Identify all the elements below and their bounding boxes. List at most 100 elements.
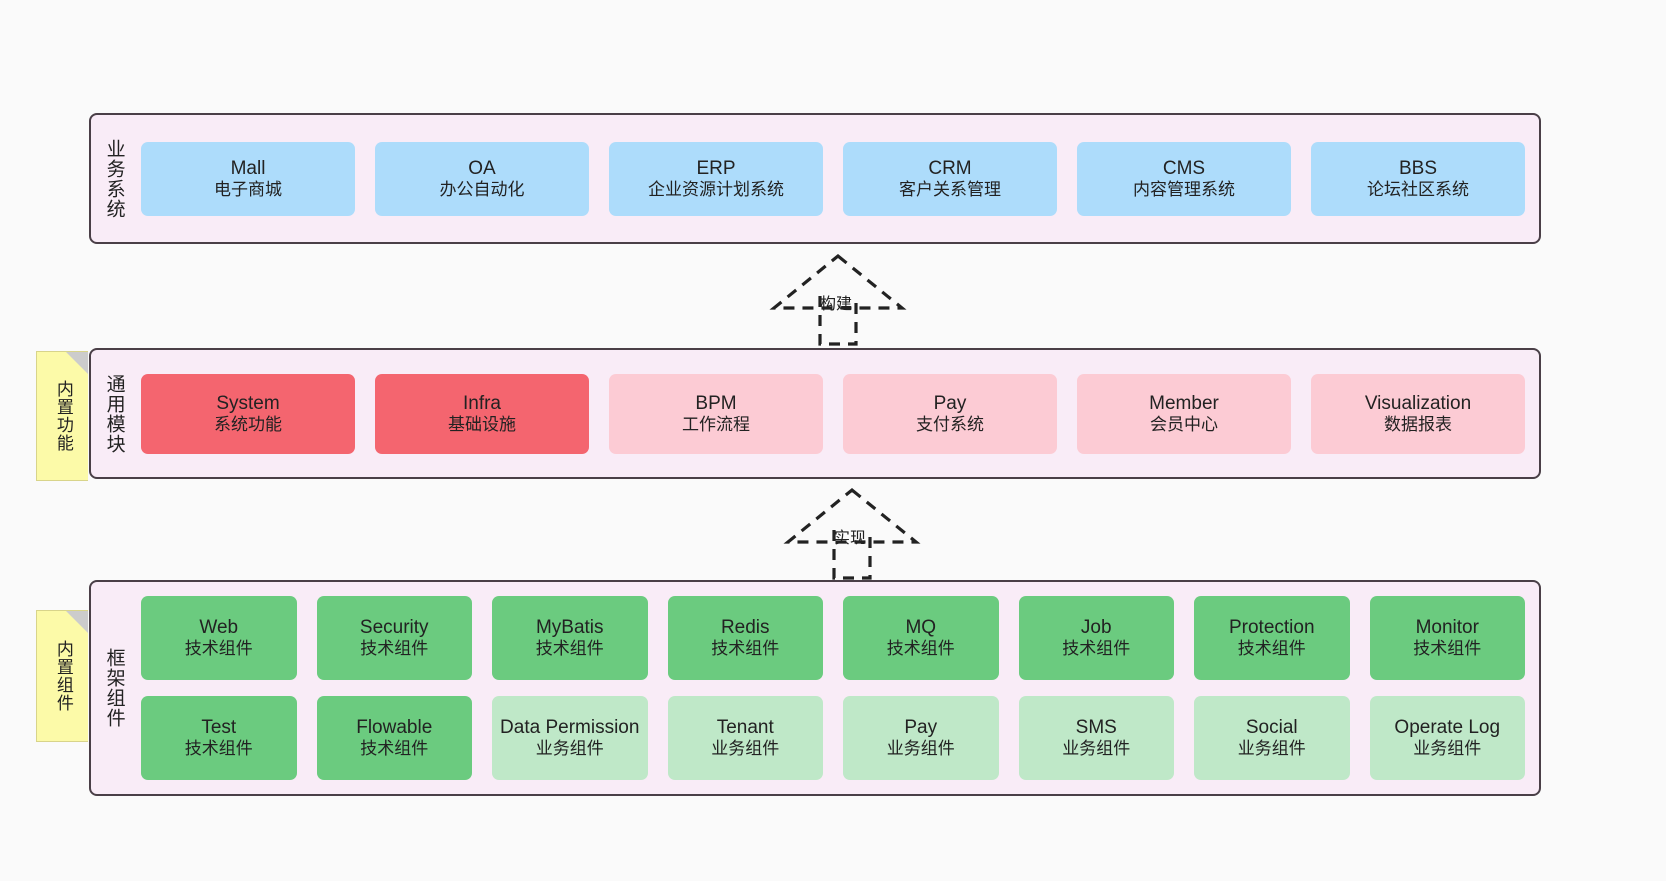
card-title: Social (1245, 717, 1298, 739)
card-pay[interactable]: Pay 支付系统 (843, 373, 1057, 454)
card-row: Web 技术组件 Security 技术组件 MyBatis 技术组件 Redi… (141, 596, 1525, 680)
card-subtitle: 业务组件 (1237, 739, 1306, 759)
card-title: Infra (462, 392, 502, 414)
card-subtitle: 系统功能 (214, 414, 282, 434)
connector-implement: 实现 (762, 486, 942, 582)
card-title: Operate Log (1394, 717, 1501, 739)
card-title: MyBatis (535, 617, 604, 639)
note-label: 内置组件 (53, 640, 73, 712)
card-title: Pay (933, 392, 967, 414)
card-subtitle: 技术组件 (184, 639, 253, 659)
card-security[interactable]: Security 技术组件 (316, 596, 472, 680)
note-label: 内置功能 (53, 380, 73, 452)
card-web[interactable]: Web 技术组件 (141, 596, 297, 680)
card-title: Data Permission (500, 717, 640, 739)
card-subtitle: 技术组件 (1062, 639, 1131, 659)
card-subtitle: 业务组件 (711, 739, 780, 759)
card-redis[interactable]: Redis 技术组件 (667, 596, 823, 680)
card-title: CMS (1162, 157, 1206, 179)
card-subtitle: 业务组件 (1413, 739, 1482, 759)
card-title: BBS (1398, 157, 1438, 179)
card-subtitle: 技术组件 (360, 739, 429, 759)
generalization-arrow-icon (783, 487, 921, 580)
card-oa[interactable]: OA 办公自动化 (375, 141, 589, 216)
card-title: Pay (904, 717, 938, 739)
connector-label: 构建 (820, 296, 853, 313)
card-title: Monitor (1415, 617, 1479, 639)
layer-common-module[interactable]: 通用模块 System 系统功能 Infra 基础设施 BPM 工作流程 Pay… (89, 348, 1541, 479)
layer-body-business-system: Mall 电子商城 OA 办公自动化 ERP 企业资源计划系统 CRM 客户关系… (137, 115, 1539, 242)
card-title: Visualization (1364, 392, 1472, 414)
card-cms[interactable]: CMS 内容管理系统 (1077, 141, 1291, 216)
card-mybatis[interactable]: MyBatis 技术组件 (492, 596, 648, 680)
card-title: System (216, 392, 280, 414)
card-job[interactable]: Job 技术组件 (1018, 596, 1174, 680)
card-title: MQ (905, 617, 937, 639)
card-subtitle: 业务组件 (1062, 739, 1131, 759)
card-subtitle: 办公自动化 (439, 179, 525, 199)
card-title: Job (1080, 617, 1112, 639)
card-mq[interactable]: MQ 技术组件 (843, 596, 999, 680)
card-title: CRM (928, 157, 972, 179)
card-subtitle: 技术组件 (535, 639, 604, 659)
layer-business-system[interactable]: 业务系统 Mall 电子商城 OA 办公自动化 ERP 企业资源计划系统 CRM… (89, 113, 1541, 244)
card-operate-log[interactable]: Operate Log 业务组件 (1369, 696, 1525, 780)
card-sms[interactable]: SMS 业务组件 (1018, 696, 1174, 780)
card-subtitle: 支付系统 (916, 414, 984, 434)
card-subtitle: 会员中心 (1150, 414, 1218, 434)
card-visualization[interactable]: Visualization 数据报表 (1311, 373, 1525, 454)
card-test[interactable]: Test 技术组件 (141, 696, 297, 780)
card-erp[interactable]: ERP 企业资源计划系统 (609, 141, 823, 216)
card-mall[interactable]: Mall 电子商城 (141, 141, 355, 216)
card-subtitle: 企业资源计划系统 (648, 179, 784, 199)
layer-body-common-module: System 系统功能 Infra 基础设施 BPM 工作流程 Pay 支付系统… (137, 350, 1539, 477)
card-bbs[interactable]: BBS 论坛社区系统 (1311, 141, 1525, 216)
card-title: Redis (720, 617, 770, 639)
card-flowable[interactable]: Flowable 技术组件 (316, 696, 472, 780)
card-title: Test (201, 717, 237, 739)
card-row: System 系统功能 Infra 基础设施 BPM 工作流程 Pay 支付系统… (141, 373, 1525, 454)
card-subtitle: 技术组件 (360, 639, 429, 659)
card-subtitle: 基础设施 (448, 414, 516, 434)
note-builtin-features[interactable]: 内置功能 (36, 351, 88, 481)
card-title: Tenant (716, 717, 774, 739)
card-subtitle: 技术组件 (886, 639, 955, 659)
card-subtitle: 内容管理系统 (1133, 179, 1235, 199)
connector-label: 实现 (834, 530, 867, 547)
layer-title-common-module: 通用模块 (103, 373, 125, 454)
card-subtitle: 电子商城 (214, 179, 282, 199)
generalization-arrow-icon (769, 253, 907, 346)
card-subtitle: 业务组件 (886, 739, 955, 759)
card-pay-component[interactable]: Pay 业务组件 (843, 696, 999, 780)
card-subtitle: 论坛社区系统 (1367, 179, 1469, 199)
card-title: Protection (1228, 617, 1315, 639)
connector-build: 构建 (748, 252, 928, 348)
card-crm[interactable]: CRM 客户关系管理 (843, 141, 1057, 216)
card-social[interactable]: Social 业务组件 (1194, 696, 1350, 780)
card-system[interactable]: System 系统功能 (141, 373, 355, 454)
card-tenant[interactable]: Tenant 业务组件 (667, 696, 823, 780)
card-protection[interactable]: Protection 技术组件 (1194, 596, 1350, 680)
card-bpm[interactable]: BPM 工作流程 (609, 373, 823, 454)
card-monitor[interactable]: Monitor 技术组件 (1369, 596, 1525, 680)
card-row: Mall 电子商城 OA 办公自动化 ERP 企业资源计划系统 CRM 客户关系… (141, 141, 1525, 216)
layer-framework-component[interactable]: 框架组件 Web 技术组件 Security 技术组件 MyBatis 技术组件… (89, 580, 1541, 796)
card-member[interactable]: Member 会员中心 (1077, 373, 1291, 454)
card-title: Mall (230, 157, 266, 179)
card-subtitle: 业务组件 (535, 739, 604, 759)
card-row: Test 技术组件 Flowable 技术组件 Data Permission … (141, 696, 1525, 780)
card-title: Flowable (356, 717, 433, 739)
note-fold-icon (66, 352, 88, 374)
card-infra[interactable]: Infra 基础设施 (375, 373, 589, 454)
card-title: Security (359, 617, 429, 639)
note-builtin-components[interactable]: 内置组件 (36, 610, 88, 742)
card-subtitle: 技术组件 (1413, 639, 1482, 659)
layer-title-framework-component: 框架组件 (103, 648, 125, 728)
card-subtitle: 技术组件 (1237, 639, 1306, 659)
card-title: SMS (1075, 717, 1117, 739)
card-subtitle: 技术组件 (184, 739, 253, 759)
card-data-permission[interactable]: Data Permission 业务组件 (492, 696, 648, 780)
note-fold-icon (66, 611, 88, 633)
card-title: Web (199, 617, 239, 639)
